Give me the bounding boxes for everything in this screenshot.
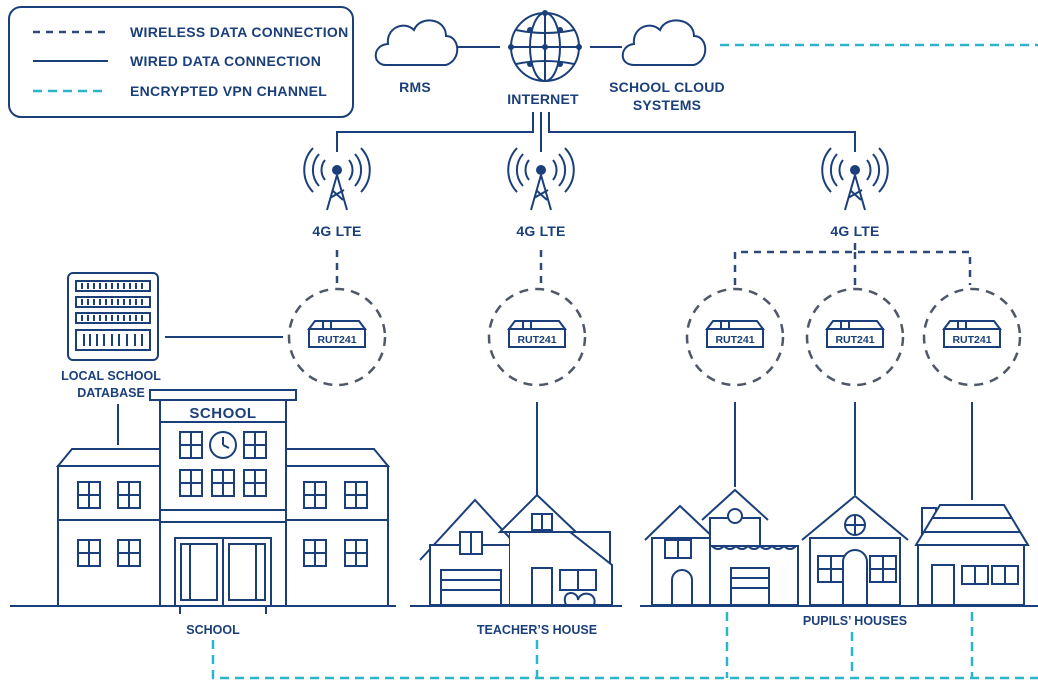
tower-center: 4G LTE [507, 147, 575, 290]
database-label-line2: DATABASE [77, 386, 145, 400]
router-icon [942, 320, 1002, 348]
router-icon [705, 320, 765, 348]
router-label: RUT241 [517, 334, 556, 346]
teacher-house-icon [410, 493, 622, 607]
router-school: RUT241 [287, 287, 387, 387]
garage-door-icon [440, 569, 502, 606]
vpn-channel [211, 43, 1038, 680]
router-pupil-1: RUT241 [685, 287, 785, 387]
cell-tower-icon [507, 147, 575, 211]
router-icon [307, 320, 367, 348]
school-sign: SCHOOL [189, 405, 256, 422]
school-building-icon: SCHOOL [10, 389, 396, 614]
teacher-house-caption: TEACHER’S HOUSE [477, 623, 597, 637]
cell-tower-icon [821, 147, 889, 211]
router-coverage-circle [487, 287, 587, 387]
router-coverage-circle [922, 287, 1022, 387]
router-icon [825, 320, 885, 348]
router-coverage-circle [685, 287, 785, 387]
database-server-icon [67, 272, 159, 361]
router-label: RUT241 [317, 334, 356, 346]
router-pupil-2: RUT241 [805, 287, 905, 387]
rms-cloud-icon [374, 19, 459, 66]
router-coverage-circle [805, 287, 905, 387]
school-cloud-icon [621, 19, 707, 66]
school-cloud-label-line1: SCHOOL CLOUD [609, 79, 725, 95]
router-wires [165, 336, 973, 500]
tower-right-label: 4G LTE [830, 223, 879, 239]
router-pupil-3: RUT241 [922, 287, 1022, 387]
cloud-row: RMS INTERNET SCHOOL CLOUD SYSTEMS [336, 10, 856, 152]
legend-vpn-label: ENCRYPTED VPN CHANNEL [130, 83, 327, 99]
router-coverage-circle [287, 287, 387, 387]
pupil-house-3-icon [914, 504, 1030, 606]
router-icon [507, 320, 567, 348]
database-label-line1: LOCAL SCHOOL [61, 369, 161, 383]
pupil-house-2-icon [801, 494, 909, 606]
pupil-house-1-icon [644, 488, 799, 606]
rms-label: RMS [399, 79, 431, 95]
cell-tower-icon [303, 147, 371, 211]
legend-box [8, 6, 354, 118]
router-label: RUT241 [835, 334, 874, 346]
pupils-houses-caption: PUPILS’ HOUSES [803, 614, 907, 628]
router-label: RUT241 [952, 334, 991, 346]
legend: WIRELESS DATA CONNECTION WIRED DATA CONN… [8, 6, 354, 118]
legend-wireless-label: WIRELESS DATA CONNECTION [130, 24, 349, 40]
tower-center-label: 4G LTE [516, 223, 565, 239]
router-label: RUT241 [715, 334, 754, 346]
tower-left: 4G LTE [303, 147, 371, 290]
school-cloud-label-line2: SYSTEMS [633, 97, 701, 113]
tower-right: 4G LTE [733, 147, 972, 285]
internet-label: INTERNET [507, 91, 579, 107]
router-teacher: RUT241 [487, 287, 587, 387]
school-caption: SCHOOL [186, 623, 240, 637]
internet-globe-icon [508, 10, 582, 82]
legend-wired-label: WIRED DATA CONNECTION [130, 53, 321, 69]
tower-left-label: 4G LTE [312, 223, 361, 239]
